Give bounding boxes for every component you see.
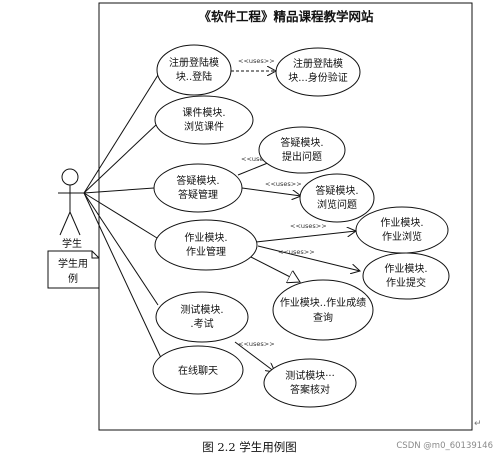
actor-left-leg xyxy=(59,211,71,236)
note-line-1: 学生用 xyxy=(58,257,88,270)
svg-text:答案核对: 答案核对 xyxy=(290,383,330,396)
svg-text:答疑管理: 答疑管理 xyxy=(178,188,218,201)
relation-hw-uses-browse xyxy=(255,231,356,243)
svg-text:课件模块.: 课件模块. xyxy=(182,107,225,119)
use-case-hw-submit: 作业模块. 作业提交 xyxy=(362,252,450,300)
assoc-register-login xyxy=(83,74,159,194)
use-case-identity-verify: 注册登陆模 块...身份验证 xyxy=(275,47,361,97)
svg-text:测试模块···: 测试模块··· xyxy=(285,369,335,382)
assoc-hw-manage xyxy=(83,192,158,239)
relation-hw-score xyxy=(246,254,300,282)
figure-caption: 图 2.2 学生用例图 xyxy=(202,440,297,454)
associations xyxy=(83,74,163,361)
relation-hw-uses-submit xyxy=(257,245,360,271)
svg-text:作业模块.: 作业模块. xyxy=(384,263,427,275)
uses-label-3: <<uses>> xyxy=(265,180,302,188)
assoc-qa-manage xyxy=(83,187,155,194)
svg-text:测试模块.: 测试模块. xyxy=(180,303,223,316)
svg-text:查询: 查询 xyxy=(313,311,333,324)
svg-text:作业模块.: 作业模块. xyxy=(184,232,227,244)
use-case-hw-manage: 作业模块. 作业管理 xyxy=(154,219,258,271)
use-case-hw-score: 作业模块..作业成绩 查询 xyxy=(272,279,374,341)
uses-label-1: <<uses>> xyxy=(238,57,275,65)
svg-text:答疑模块.: 答疑模块. xyxy=(315,184,358,197)
note-box xyxy=(47,250,100,289)
svg-text:浏览问题: 浏览问题 xyxy=(317,198,357,211)
use-case-register-login: 注册登陆模 块..登陆 xyxy=(156,44,232,96)
relation-test-uses-answer xyxy=(234,341,275,372)
relation-qa-manage-uses-browse xyxy=(241,187,301,196)
svg-text:作业提交: 作业提交 xyxy=(386,276,426,289)
use-case-qa-ask: 答疑模块. 提出问题 xyxy=(258,126,346,174)
assoc-test xyxy=(83,192,159,306)
svg-text:作业模块.: 作业模块. xyxy=(380,217,423,229)
uses-label-4: <<uses>> xyxy=(290,222,327,230)
use-case-qa-manage: 答疑模块. 答疑管理 xyxy=(153,163,243,213)
use-case-test: 测试模块. .考试 xyxy=(155,291,249,343)
assoc-course xyxy=(83,123,158,194)
svg-text:答疑模块.: 答疑模块. xyxy=(176,174,219,187)
svg-text:作业浏览: 作业浏览 xyxy=(382,230,422,243)
uses-label-5: <<uses>> xyxy=(278,248,315,256)
diagram-title: 《软件工程》精品课程教学网站 xyxy=(198,9,374,24)
svg-text:在线聊天: 在线聊天 xyxy=(178,364,218,377)
svg-text:浏览课件: 浏览课件 xyxy=(184,120,224,133)
actor-student xyxy=(58,168,84,236)
watermark: CSDN @m0_60139146 xyxy=(396,441,493,451)
use-case-qa-browse: 答疑模块. 浏览问题 xyxy=(299,173,375,223)
svg-text:注册登陆模: 注册登陆模 xyxy=(293,57,343,70)
note-line-2: 例 xyxy=(68,272,78,285)
paragraph-mark: ↵ xyxy=(474,419,482,429)
svg-text:块..登陆: 块..登陆 xyxy=(176,70,212,83)
use-case-hw-browse: 作业模块. 作业浏览 xyxy=(355,206,449,254)
use-case-test-answer: 测试模块··· 答案核对 xyxy=(263,358,357,408)
uses-label-6: <<uses>> xyxy=(238,340,275,348)
svg-text:提出问题: 提出问题 xyxy=(282,150,322,163)
assoc-chat xyxy=(83,192,163,361)
use-case-course: 课件模块. 浏览课件 xyxy=(154,95,254,145)
svg-text:作业模块..作业成绩: 作业模块..作业成绩 xyxy=(280,296,366,309)
svg-text:答疑模块.: 答疑模块. xyxy=(280,136,323,149)
actor-label: 学生 xyxy=(62,237,82,250)
svg-text:块...身份验证: 块...身份验证 xyxy=(288,71,348,84)
uses-label-2: <<uses>> xyxy=(241,155,278,163)
svg-text:作业管理: 作业管理 xyxy=(186,245,226,258)
svg-text:.考试: .考试 xyxy=(190,317,213,330)
svg-text:注册登陆模: 注册登陆模 xyxy=(169,56,219,69)
actor-head xyxy=(61,168,79,186)
use-case-chat: 在线聊天 xyxy=(152,345,244,395)
actor-right-leg xyxy=(69,211,81,236)
